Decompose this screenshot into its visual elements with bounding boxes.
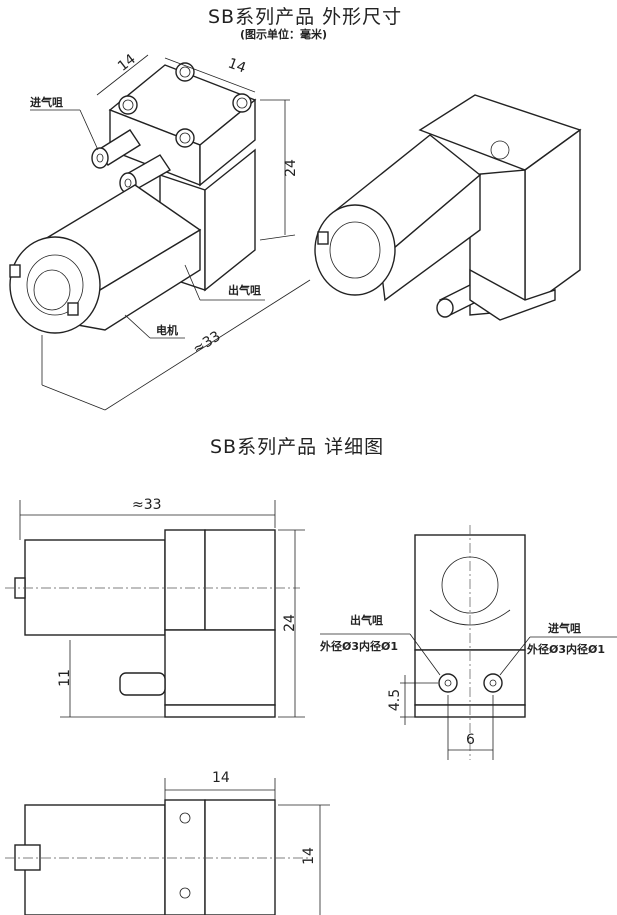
side-inlet-spec: 外径Ø3内径Ø1 (527, 643, 606, 656)
iso-pump-left (9, 54, 311, 411)
side-outlet-spec: 外径Ø3内径Ø1 (320, 640, 399, 653)
top-dim-depth: 14 (300, 847, 317, 865)
side-view (320, 525, 617, 760)
detail-title: SB系列产品 详细图 (210, 436, 385, 458)
top-dim-width: 14 (212, 770, 230, 786)
iso-dim-height: 24 (282, 159, 299, 177)
side-dim-nozzle-spacing: 6 (466, 732, 475, 748)
top-view (5, 778, 330, 915)
iso-label-motor: 电机 (156, 324, 178, 337)
side-label-outlet: 出气咀 (350, 614, 383, 627)
front-view (5, 500, 305, 718)
unit-note: (图示单位：毫米) (240, 28, 328, 41)
front-dim-nozzle-height: 11 (56, 669, 73, 687)
front-dim-height: 24 (281, 614, 298, 632)
outline-title: SB系列产品 外形尺寸 (208, 6, 403, 28)
iso-label-outlet: 出气咀 (228, 284, 261, 297)
iso-pump-right (314, 94, 582, 321)
side-dim-nozzle-height: 4.5 (387, 688, 404, 712)
iso-label-inlet: 进气咀 (30, 96, 63, 109)
front-dim-length: ≈33 (132, 497, 162, 513)
side-label-inlet: 进气咀 (548, 622, 581, 635)
